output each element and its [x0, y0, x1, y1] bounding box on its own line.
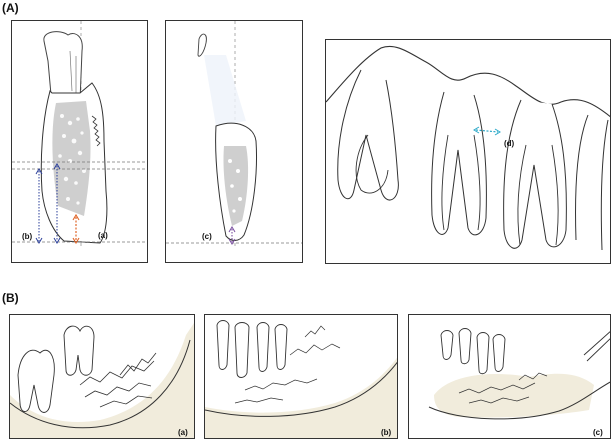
section-label-a: (A) — [2, 1, 19, 15]
panel-a3-molars: (d) — [325, 39, 611, 264]
b3-label: (c) — [593, 428, 603, 437]
panel-b2-mandible: (b) — [204, 314, 398, 439]
section-label-b: (B) — [2, 291, 19, 305]
label-a: (a) — [98, 231, 108, 240]
mandible-diagram-c: (c) — [428, 328, 610, 438]
label-c: (c) — [202, 232, 212, 241]
mandible-diagram-a: (a) — [10, 323, 194, 438]
mandible-diagram-b: (b) — [205, 320, 397, 438]
b1-label: (a) — [178, 428, 188, 437]
cross-section-diagram: (c) — [166, 21, 302, 246]
tooth-bone-diagram: (b) (a) — [12, 21, 147, 246]
label-d: (d) — [504, 139, 515, 148]
panel-b1-mandible: (a) — [9, 314, 195, 439]
label-b: (b) — [22, 232, 33, 241]
panel-a2-cross-section: (c) — [165, 20, 303, 263]
panel-a1-tooth-bone-height: (b) (a) — [11, 20, 148, 263]
b2-label: (b) — [381, 428, 392, 437]
panel-b3-mandible: (c) — [408, 314, 611, 439]
molars-diagram: (d) — [326, 45, 610, 251]
